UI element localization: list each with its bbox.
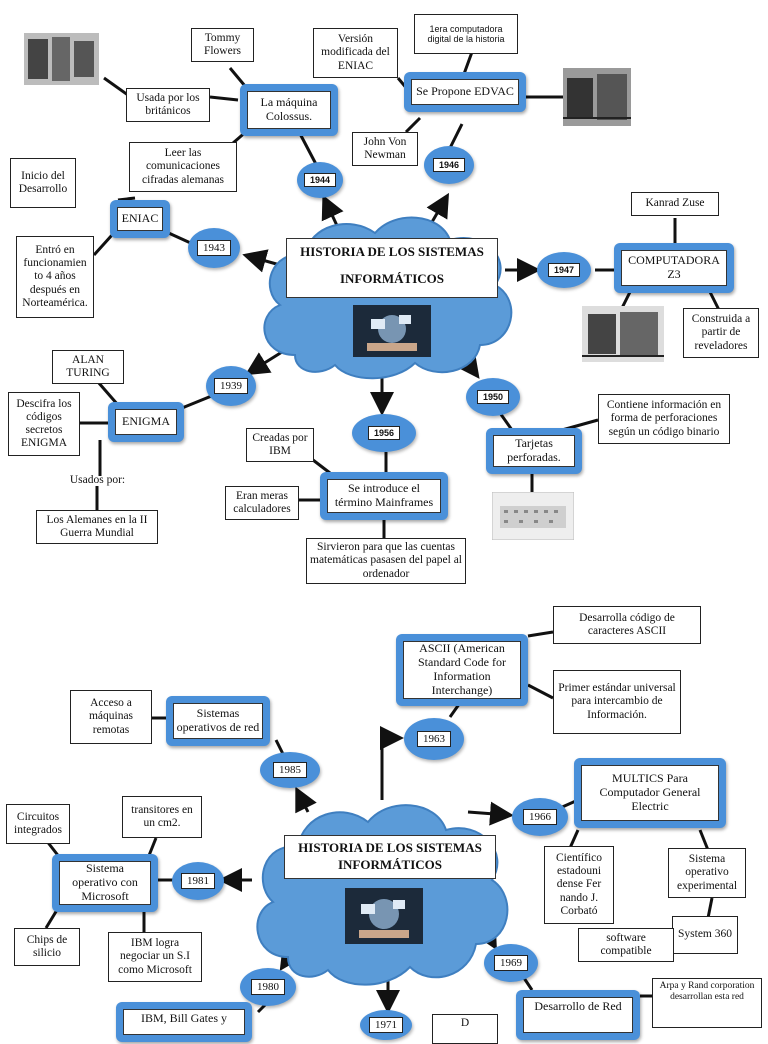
z3-label: COMPUTADORA Z3 <box>621 250 727 286</box>
top-title-line2: INFORMÁTICOS <box>339 270 444 286</box>
ibm-gates-label: IBM, Bill Gates y <box>123 1009 245 1035</box>
multics-label: MULTICS Para Computador General Electric <box>581 765 719 821</box>
corbato-box: Científico estadouni dense Fer nando J. … <box>544 846 614 924</box>
year-1944-label: 1944 <box>303 173 337 187</box>
multics-node: MULTICS Para Computador General Electric <box>574 758 726 828</box>
year-1956-label: 1956 <box>367 426 401 440</box>
ibm-gates-node: IBM, Bill Gates y <box>116 1002 252 1042</box>
eniac-node: ENIAC <box>110 200 170 238</box>
year-1971-node: 1971 <box>360 1010 412 1040</box>
partial-box: D <box>432 1014 498 1044</box>
tarjetas-label: Tarjetas perforadas. <box>493 435 575 467</box>
contiene-informacion-box: Contiene información en forma de perfora… <box>598 394 730 444</box>
colossus-label: La máquina Colossus. <box>247 91 331 129</box>
enigma-node: ENIGMA <box>108 402 184 442</box>
system-360-box: System 360 <box>672 916 738 954</box>
primer-estandar-box: Primer estándar universal para intercamb… <box>553 670 681 734</box>
year-1969-label: 1969 <box>494 955 528 971</box>
year-1985-label: 1985 <box>273 762 307 778</box>
year-1944-node: 1944 <box>297 162 343 198</box>
year-1980-label: 1980 <box>251 979 285 995</box>
kanrad-zuse-box: Kanrad Zuse <box>631 192 719 216</box>
mainframes-node: Se introduce el término Mainframes <box>320 472 448 520</box>
circuitos-integrados-box: Circuitos integrados <box>6 804 70 844</box>
microsoft-label: Sistema operativo con Microsoft <box>59 861 151 905</box>
year-1963-label: 1963 <box>417 731 451 747</box>
year-1981-label: 1981 <box>181 873 215 889</box>
ascii-label: ASCII (American Standard Code for Inform… <box>403 641 521 699</box>
year-1943-label: 1943 <box>197 240 231 256</box>
red-node: Sistemas operativos de red <box>166 696 270 746</box>
leer-comunicaciones-box: Leer las comunicaciones cifradas alemana… <box>129 142 237 192</box>
inicio-desarrollo-box: Inicio del Desarrollo <box>10 158 76 208</box>
eniac-label: ENIAC <box>117 207 163 231</box>
colossus-node: La máquina Colossus. <box>240 84 338 136</box>
alan-turing-box: ALAN TURING <box>52 350 124 384</box>
bottom-title: HISTORIA DE LOS SISTEMAS INFORMÁTICOS <box>284 835 496 879</box>
year-1943-node: 1943 <box>188 228 240 268</box>
sirvieron-box: Sirvieron para que las cuentas matemátic… <box>306 538 466 584</box>
year-1981-node: 1981 <box>172 862 224 900</box>
tommy-flowers-box: Tommy Flowers <box>191 28 254 62</box>
red-label: Sistemas operativos de red <box>173 703 263 739</box>
desarrollo-red-node: Desarrollo de Red <box>516 990 640 1040</box>
desarrollo-red-label: Desarrollo de Red <box>523 997 633 1033</box>
hands-tech-image <box>353 305 431 357</box>
z3-node: COMPUTADORA Z3 <box>614 243 734 293</box>
year-1947-label: 1947 <box>547 263 581 277</box>
alemanes-box: Los Alemanes en la II Guerra Mundial <box>36 510 158 544</box>
year-1947-node: 1947 <box>537 252 591 288</box>
top-title-line1: HISTORIA DE LOS SISTEMAS <box>300 244 484 259</box>
year-1950-label: 1950 <box>476 390 510 404</box>
usada-britanicos-box: Usada por los británicos <box>126 88 210 122</box>
year-1971-label: 1971 <box>369 1017 403 1033</box>
transistores-box: transitores en un cm2. <box>122 796 202 838</box>
usados-por-label: Usados por: <box>69 474 126 486</box>
colossus-photo <box>24 33 99 85</box>
chips-silicio-box: Chips de silicio <box>14 928 80 966</box>
edvac-node: Se Propone EDVAC <box>404 72 526 112</box>
year-1969-node: 1969 <box>484 944 538 982</box>
construida-box: Construida a partir de reveladores <box>683 308 759 358</box>
edvac-label: Se Propone EDVAC <box>411 79 519 105</box>
arpa-rand-box: Arpa y Rand corporation desarrollan esta… <box>652 978 762 1028</box>
experimental-box: Sistema operativo experimental <box>668 848 746 898</box>
year-1939-label: 1939 <box>214 378 248 394</box>
descifra-box: Descifra los códigos secretos ENIGMA <box>8 392 80 456</box>
year-1939-node: 1939 <box>206 366 256 406</box>
year-1963-node: 1963 <box>404 718 464 760</box>
year-1950-node: 1950 <box>466 378 520 416</box>
bottom-hands-tech-image <box>345 888 423 944</box>
acceso-remotas-box: Acceso a máquinas remotas <box>70 690 152 744</box>
z3-photo <box>582 306 664 362</box>
year-1956-node: 1956 <box>352 414 416 452</box>
edvac-photo <box>563 68 631 126</box>
mainframes-label: Se introduce el término Mainframes <box>327 479 441 513</box>
creadas-ibm-box: Creadas por IBM <box>246 428 314 462</box>
ascii-node: ASCII (American Standard Code for Inform… <box>396 634 528 706</box>
year-1985-node: 1985 <box>260 752 320 788</box>
year-1966-node: 1966 <box>512 798 568 836</box>
tarjetas-node: Tarjetas perforadas. <box>486 428 582 474</box>
entro-funcionamiento-box: Entró en funcionamien to 4 años después … <box>16 236 94 318</box>
ibm-logra-box: IBM logra negociar un S.I como Microsoft <box>108 932 202 982</box>
version-eniac-box: Versión modificada del ENIAC <box>313 28 398 78</box>
top-title: HISTORIA DE LOS SISTEMAS INFORMÁTICOS <box>286 238 498 298</box>
microsoft-node: Sistema operativo con Microsoft <box>52 854 158 912</box>
year-1966-label: 1966 <box>523 809 557 825</box>
software-compatible-box: software compatible <box>578 928 674 962</box>
year-1980-node: 1980 <box>240 968 296 1006</box>
year-1946-label: 1946 <box>432 158 466 172</box>
meras-calculadores-box: Eran meras calculadores <box>225 486 299 520</box>
punch-card-photo <box>492 492 574 540</box>
von-newman-box: John Von Newman <box>352 132 418 166</box>
primera-computadora-box: 1era computadora digital de la historia <box>414 14 518 54</box>
year-1946-node: 1946 <box>424 146 474 184</box>
enigma-label: ENIGMA <box>115 409 177 435</box>
desarrolla-ascii-box: Desarrolla código de caracteres ASCII <box>553 606 701 644</box>
